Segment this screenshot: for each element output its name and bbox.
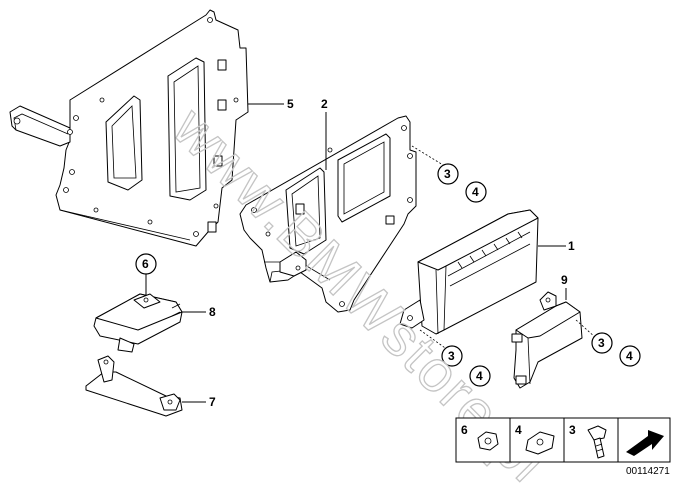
fastener-callout-3-right[interactable]: 3 [591, 332, 613, 354]
holder-part-7[interactable] [85, 355, 183, 417]
svg-text:4: 4 [626, 349, 633, 363]
leader-3-4-top [411, 145, 449, 169]
callout-2: 2 [321, 97, 328, 111]
fastener-callout-4-right[interactable]: 4 [619, 345, 641, 367]
leader-3-4-right [575, 319, 597, 339]
bracket-part-5[interactable] [9, 9, 249, 247]
callout-9: 9 [561, 273, 568, 287]
legend-item-screw[interactable]: 3 [569, 423, 607, 459]
module-part-9[interactable] [511, 291, 583, 389]
fastener-callout-3-mid[interactable]: 3 [441, 345, 463, 367]
svg-text:4: 4 [515, 423, 522, 437]
screw-icon [587, 425, 607, 459]
document-number: 00114271 [626, 466, 670, 477]
callout-5: 5 [287, 97, 294, 111]
fastener-callout-4-top[interactable]: 4 [465, 181, 487, 203]
svg-text:6: 6 [461, 423, 468, 437]
fastener-callout-4-mid[interactable]: 4 [469, 365, 491, 387]
svg-text:6: 6 [142, 257, 149, 271]
module-part-8[interactable] [93, 293, 183, 353]
svg-text:4: 4 [476, 369, 483, 383]
callout-8: 8 [209, 305, 216, 319]
svg-text:3: 3 [448, 349, 455, 363]
legend-item-clip-nut[interactable]: 4 [515, 423, 555, 455]
leader-3-4-mid [419, 329, 449, 351]
fastener-callout-3-top[interactable]: 3 [437, 163, 459, 185]
legend-arrow-icon [626, 430, 664, 456]
callout-1: 1 [568, 239, 575, 253]
svg-text:3: 3 [569, 423, 576, 437]
callout-7: 7 [209, 395, 216, 409]
fastener-legend: 6 4 3 [455, 417, 671, 463]
bracket-part-2[interactable] [239, 115, 417, 313]
fastener-callout-6[interactable]: 6 [135, 253, 157, 275]
svg-text:4: 4 [472, 185, 479, 199]
svg-text:3: 3 [598, 336, 605, 350]
control-unit-part-1[interactable] [399, 209, 539, 335]
legend-item-nut[interactable]: 6 [461, 423, 499, 451]
svg-text:3: 3 [444, 167, 451, 181]
